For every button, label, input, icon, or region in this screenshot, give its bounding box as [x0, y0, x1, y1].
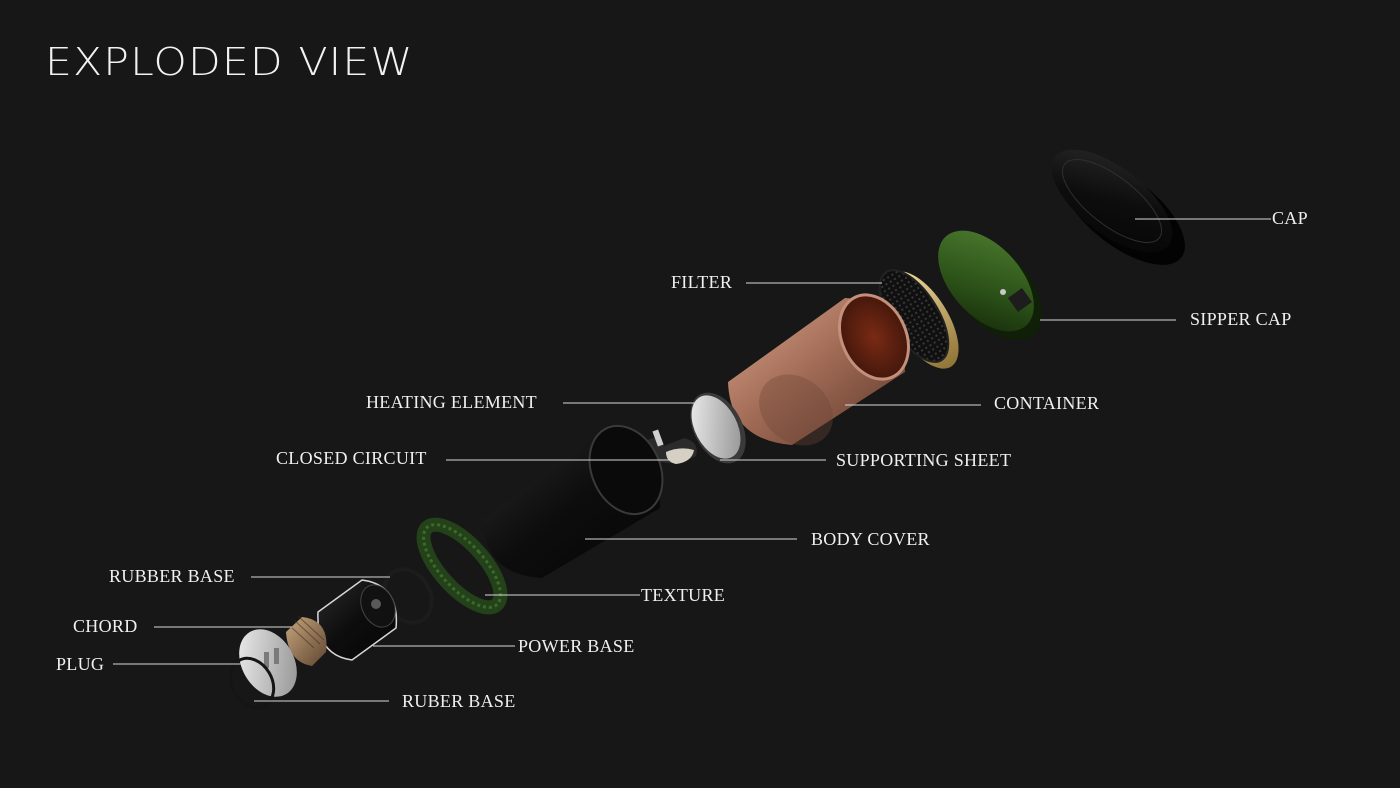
container-label: CONTAINER [994, 394, 1099, 412]
plug-label: PLUG [56, 655, 104, 673]
container-part [728, 284, 922, 461]
power-base-part [318, 579, 402, 660]
supporting-sheet-label: SUPPORTING SHEET [836, 451, 1011, 469]
chord-label: CHORD [73, 617, 138, 635]
texture-label: TEXTURE [641, 586, 725, 604]
heating-element-label: HEATING ELEMENT [366, 393, 537, 411]
body-cover-label: BODY COVER [811, 530, 930, 548]
body-cover-part [482, 414, 676, 578]
closed-circuit-label: CLOSED CIRCUIT [276, 449, 427, 467]
power-base-label: POWER BASE [518, 637, 635, 655]
sipper-cap-label: SIPPER CAP [1190, 310, 1292, 328]
ruber-base-label: RUBER BASE [402, 692, 516, 710]
filter-label: FILTER [671, 273, 732, 291]
rubber-base-label: RUBBER BASE [109, 567, 235, 585]
cap-part [1035, 131, 1202, 285]
cap-label: CAP [1272, 209, 1308, 227]
